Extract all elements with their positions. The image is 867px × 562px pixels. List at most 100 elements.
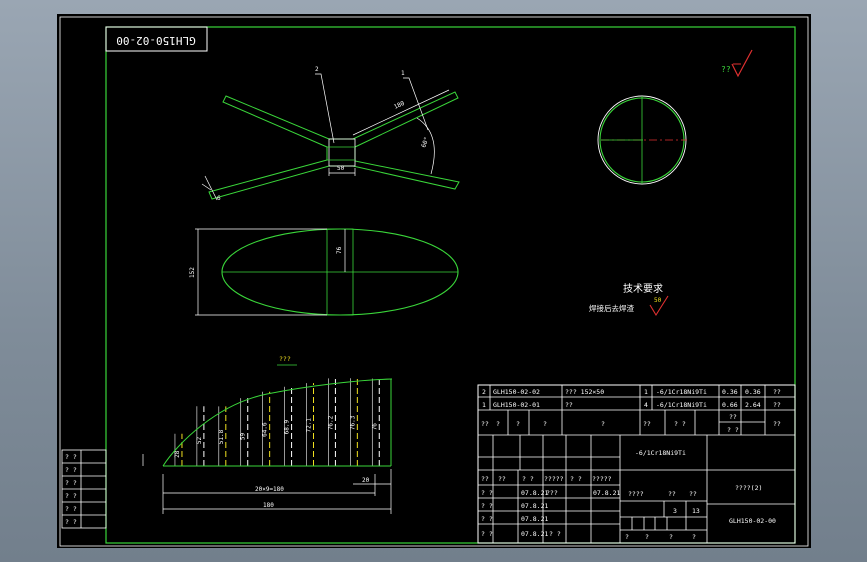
bom-r1-c6: 0.36 xyxy=(722,388,738,396)
balloon-2: 2 xyxy=(315,66,319,73)
left-cell-4: ? ? xyxy=(65,492,77,500)
dim-ellipse-height: 152 xyxy=(189,267,196,278)
ordinate-label: 52 xyxy=(196,436,203,444)
drawing-number-box: GLH150-02-00 xyxy=(105,26,208,52)
left-cell-2: ? ? xyxy=(65,466,77,474)
bom-r1-c4: 1 xyxy=(644,388,648,396)
circle-view xyxy=(597,95,687,185)
tb-bottom-2: ? xyxy=(645,533,649,541)
ordinate-label: 76 xyxy=(371,423,378,431)
rev-h-4: ????? xyxy=(544,475,564,483)
drawing-sheet[interactable]: GLH150-02-00 ?? 2 1 180 50 60° 6 xyxy=(57,14,811,548)
ordinate-label: 76.3 xyxy=(349,415,356,430)
bom-r2-c7: 2.64 xyxy=(745,401,761,409)
dim-end: 20 xyxy=(362,477,370,484)
dim-width: 50 xyxy=(337,165,345,172)
dim-length: 180 xyxy=(393,100,406,111)
rev-h-1: ?? xyxy=(481,475,489,483)
rev-h-6: ????? xyxy=(592,475,612,483)
tech-req-title: 技术要求 xyxy=(623,282,663,295)
sign-r3-c3: 07.8.21 xyxy=(521,515,548,523)
ordinate-label: 28 xyxy=(174,450,181,458)
bom-h-3: ? xyxy=(516,420,520,428)
sign-r2-c3: 07.8.21 xyxy=(521,502,548,510)
sign-r4-c4: ? ? xyxy=(549,530,561,538)
development-view: ??? 28 52 51.8 59 64.6 68.9 72.1 76.2 76.3 76 20×… xyxy=(142,355,393,514)
bom-h-9: ? ? xyxy=(727,426,739,434)
bom-r2-c3: ?? xyxy=(565,401,573,409)
roughness-text: ?? xyxy=(721,65,731,74)
tb-drawing-no: GLH150-02-00 xyxy=(729,517,776,525)
left-cell-5: ? ? xyxy=(65,505,77,513)
sign-r2-c1: ? ? xyxy=(481,502,493,510)
tech-requirements: 技术要求 焊接后去焊渣 50 xyxy=(589,282,669,317)
tb-stage-1: ???? xyxy=(628,490,644,498)
title-block: 2 GLH150-02-02 ??? 152×50 1 -6/1Cr18Ni9T… xyxy=(477,384,796,544)
dim-total: 180 xyxy=(263,502,274,509)
left-table: ? ? ? ? ? ? ? ? ? ? ? ? xyxy=(61,449,107,529)
sign-r4-c1: ? ? xyxy=(481,530,493,538)
bom-r2-c8: ?? xyxy=(773,401,781,409)
left-cell-3: ? ? xyxy=(65,479,77,487)
bom-h-2: ? xyxy=(496,420,500,428)
sign-r1-c1: ? ? xyxy=(481,489,493,497)
sign-r3-c1: ? ? xyxy=(481,515,493,523)
left-cell-1: ? ? xyxy=(65,453,77,461)
sign-r1-c4: ??? xyxy=(546,489,558,497)
bom-h-7: ? ? xyxy=(674,420,686,428)
dim-pitch: 20×9=180 xyxy=(255,486,284,493)
bom-h-10: ?? xyxy=(773,420,781,428)
inner-frame xyxy=(105,26,796,544)
bom-r2-c2: GLH150-02-01 xyxy=(493,401,540,409)
outer-frame xyxy=(59,16,809,547)
dim-angle: 60° xyxy=(420,136,430,149)
bom-r1-c8: ?? xyxy=(773,388,781,396)
bom-r1-c5: -6/1Cr18Ni9Ti xyxy=(656,388,707,396)
ordinate-label: 76.2 xyxy=(327,415,334,430)
ordinate-lines: 28 52 51.8 59 64.6 68.9 72.1 76.2 76.3 76 xyxy=(174,378,380,466)
top-view: 2 1 180 50 60° 6 xyxy=(201,66,460,202)
tb-stage-3: ?? xyxy=(689,490,697,498)
ordinate-label: 72.1 xyxy=(306,418,313,433)
tech-req-text: 焊接后去焊渣 xyxy=(589,303,634,313)
bom-r2-c4: 4 xyxy=(644,401,648,409)
tb-material: -6/1Cr18Ni9Ti xyxy=(635,449,686,457)
ordinate-label: 64.6 xyxy=(262,422,269,437)
bom-r2-c5: -6/1Cr18Ni9Ti xyxy=(656,401,707,409)
ordinate-label: 68.9 xyxy=(284,420,291,435)
sign-r1-c3: 07.8.21 xyxy=(521,489,548,497)
ordinate-label: 51.8 xyxy=(218,429,225,444)
bom-r2-c6: 0.66 xyxy=(722,401,738,409)
tb-part-name: ????(2) xyxy=(735,484,762,492)
development-label: ??? xyxy=(279,355,291,363)
bom-r1-c2: GLH150-02-02 xyxy=(493,388,540,396)
tb-bottom-4: ? xyxy=(692,533,696,541)
bom-r1-c7: 0.36 xyxy=(745,388,761,396)
ellipse-view: 152 76 xyxy=(189,228,459,316)
tb-scale: 3 xyxy=(673,507,677,515)
rev-h-2: ?? xyxy=(498,475,506,483)
bom-r2-c1: 1 xyxy=(482,401,486,409)
roughness-symbol: ?? xyxy=(721,49,753,78)
dim-ellipse-half: 76 xyxy=(336,246,343,254)
bom-h-6: ?? xyxy=(643,420,651,428)
svg-text:6: 6 xyxy=(217,195,221,202)
drawing-canvas[interactable]: GLH150-02-00 ?? 2 1 180 50 60° 6 xyxy=(57,14,811,548)
sign-r4-c3: 07.8.21 xyxy=(521,530,548,538)
tb-stage-2: ?? xyxy=(668,490,676,498)
rev-h-5: ? ? xyxy=(570,475,582,483)
ordinate-label: 59 xyxy=(240,432,247,440)
bom-h-4: ? xyxy=(543,420,547,428)
bom-h-8: ?? xyxy=(729,413,737,421)
drawing-number-rotated: GLH150-02-00 xyxy=(116,34,195,47)
rev-h-3: ? ? xyxy=(522,475,534,483)
bom-h-1: ?? xyxy=(481,420,489,428)
bom-r1-c3: ??? 152×50 xyxy=(565,388,604,396)
sign-r1-c6: 07.8.21 xyxy=(593,489,620,497)
tb-bottom-3: ? xyxy=(669,533,673,541)
tb-sheets: 13 xyxy=(692,507,700,515)
bom-h-5: ? xyxy=(601,420,605,428)
tech-req-symbol: 50 xyxy=(654,297,662,304)
bom-r1-c1: 2 xyxy=(482,388,486,396)
tb-bottom-1: ? xyxy=(625,533,629,541)
